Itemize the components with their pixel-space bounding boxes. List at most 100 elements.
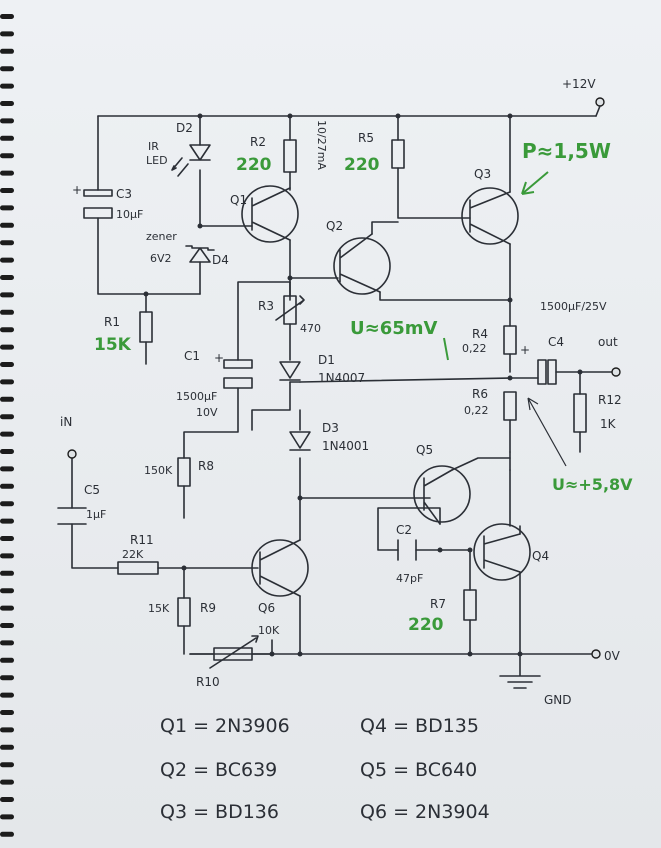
r5-ref: R5: [358, 131, 374, 145]
r2-note: 10/27mA: [315, 120, 328, 170]
q5-ref: Q5: [416, 443, 433, 457]
d3-diode: [289, 431, 311, 451]
spiral-ring: [0, 414, 14, 420]
q1-ref: Q1: [230, 193, 247, 207]
spiral-ring: [0, 727, 14, 733]
spiral-ring: [0, 101, 14, 106]
spiral-ring: [0, 362, 14, 367]
r9-ref: R9: [200, 601, 216, 615]
q6-ref: Q6: [258, 601, 275, 615]
spiral-ring: [0, 83, 14, 89]
d3-value: 1N4001: [322, 439, 369, 453]
c4-plus: +: [520, 343, 530, 357]
r2-ref: R2: [250, 135, 266, 149]
spiral-ring: [0, 240, 14, 246]
r1-value: 15K: [94, 335, 132, 355]
d4-value: zener: [146, 230, 177, 243]
r8-body: [177, 457, 191, 487]
spiral-ring: [0, 536, 14, 541]
c3-plus: +: [72, 183, 82, 197]
spiral-ring: [0, 466, 14, 472]
r7-value: 220: [408, 615, 444, 635]
q4-body: [473, 523, 531, 581]
q6-body: [251, 539, 309, 597]
d2-led: [189, 144, 211, 161]
spiral-ring: [0, 257, 14, 263]
resistor-bodies: [117, 139, 587, 669]
c2-ref: C2: [396, 523, 412, 537]
capacitor-bodies: [57, 189, 557, 561]
r5-body: [391, 139, 405, 169]
diode-bodies: [171, 144, 311, 451]
r1-ref: R1: [104, 315, 120, 329]
spiral-binding: [0, 14, 14, 837]
c4-plate-b: [547, 359, 557, 385]
legend-q3: Q3 = BD136: [160, 801, 279, 823]
q4-ref: Q4: [532, 549, 549, 563]
spiral-ring: [0, 31, 14, 37]
r2-value: 220: [236, 155, 272, 175]
c4-plate-a: [537, 359, 547, 385]
gnd-label: GND: [544, 693, 572, 707]
c4-value: 1500µF/25V: [540, 300, 607, 313]
c5-plates: [57, 507, 87, 525]
spiral-ring: [0, 692, 14, 698]
spiral-ring: [0, 814, 14, 820]
c1-ref: C1: [184, 349, 200, 363]
c3-plate-b: [83, 207, 113, 219]
spiral-ring: [0, 797, 14, 802]
r4-value: 0,22: [462, 342, 487, 355]
r12-body: [573, 393, 587, 433]
d2-ref: D2: [176, 121, 193, 135]
r3-value: 470: [300, 322, 321, 335]
power-pointer: [521, 171, 549, 195]
spiral-ring: [0, 623, 14, 628]
r3-body: [283, 295, 297, 325]
spiral-ring: [0, 657, 14, 663]
r8-value: 150K: [144, 464, 173, 477]
uout-pointer: [527, 397, 567, 467]
spiral-ring: [0, 518, 14, 524]
gnd-symbol: [499, 653, 541, 689]
q1-body: [241, 185, 299, 243]
c1-plate-b: [223, 377, 253, 389]
d3-ref: D3: [322, 421, 339, 435]
r6-body: [503, 391, 517, 421]
uout-annotation: U≈+5,8V: [552, 475, 633, 494]
ov-label: 0V: [604, 649, 621, 663]
spiral-ring: [0, 396, 14, 402]
spiral-ring: [0, 222, 14, 228]
ov-terminal: [591, 649, 601, 659]
c3-plate-a: [83, 189, 113, 197]
c3-ref: C3: [116, 187, 132, 201]
spiral-ring: [0, 205, 14, 211]
c1-plus: +: [214, 351, 224, 365]
c3-value: 10µF: [116, 208, 143, 221]
spiral-ring: [0, 292, 14, 298]
c5-value: 1µF: [86, 508, 106, 521]
r4-body: [503, 325, 517, 355]
spiral-ring: [0, 762, 14, 768]
labels: +12V 0V GND iN out Q1 Q2 Q3 Q4 Q5 Q6 R1 …: [60, 77, 633, 823]
r1-body: [139, 311, 153, 343]
spiral-ring: [0, 153, 14, 159]
c2-plates: [397, 539, 417, 561]
ubias-pointer: [443, 337, 449, 361]
spiral-ring: [0, 744, 14, 750]
d1-value: 1N4007: [318, 371, 365, 385]
wires: [67, 97, 621, 689]
in-label: iN: [60, 415, 72, 429]
q5-body: [413, 465, 471, 523]
r5-value: 220: [344, 155, 380, 175]
spiral-ring: [0, 640, 14, 646]
r11-ref: R11: [130, 533, 154, 547]
c5-ref: C5: [84, 483, 100, 497]
spiral-ring: [0, 170, 14, 176]
r12-value: 1K: [600, 417, 617, 431]
spiral-ring: [0, 431, 14, 437]
spiral-ring: [0, 344, 14, 350]
c1-voltage: 10V: [196, 406, 218, 419]
d4-ref: D4: [212, 253, 229, 267]
spiral-ring: [0, 66, 14, 72]
